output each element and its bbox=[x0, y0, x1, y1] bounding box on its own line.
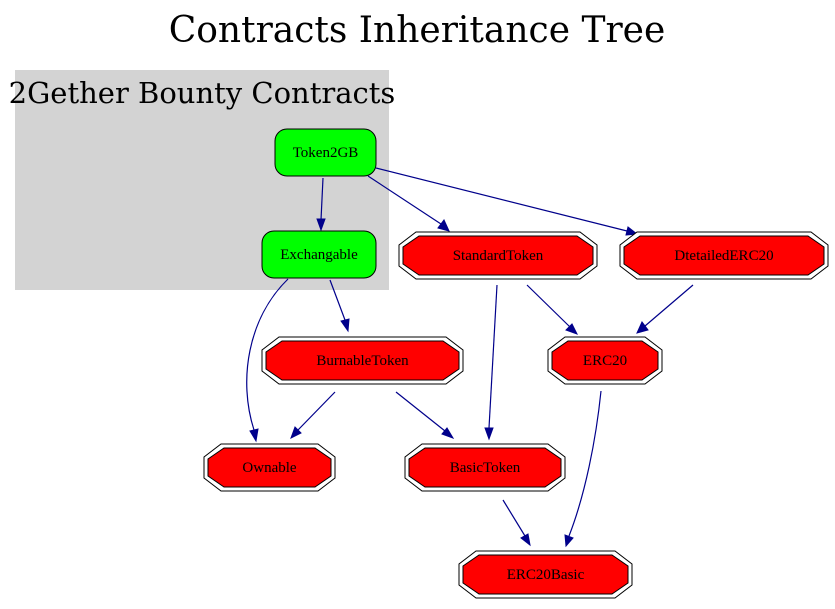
node-token2gb-label: Token2GB bbox=[293, 145, 359, 161]
node-erc20[interactable]: ERC20 bbox=[547, 336, 663, 385]
edge-exchangable-burnabletoken bbox=[329, 279, 350, 333]
node-ownable[interactable]: Ownable bbox=[203, 443, 336, 492]
node-erc20-label: ERC20 bbox=[583, 353, 627, 369]
node-ownable-label: Ownable bbox=[242, 460, 296, 476]
edge-erc20-erc20basic bbox=[564, 390, 602, 548]
node-dtailederc20-label: DtetailedERC20 bbox=[674, 248, 773, 264]
node-token2gb[interactable]: Token2GB bbox=[274, 128, 377, 177]
node-dtailederc20[interactable]: DtetailedERC20 bbox=[619, 231, 829, 280]
node-standardtoken[interactable]: StandardToken bbox=[398, 231, 598, 280]
node-standardtoken-label: StandardToken bbox=[453, 248, 544, 264]
edge-standardtoken-basictoken bbox=[484, 284, 498, 441]
edge-burnabletoken-ownable bbox=[290, 391, 336, 440]
cluster-label: 2Gether Bounty Contracts bbox=[9, 76, 396, 110]
edge-token2gb-dtailederc20 bbox=[375, 167, 639, 236]
diagram-title: Contracts Inheritance Tree bbox=[169, 10, 666, 51]
edge-token2gb-exchangable bbox=[316, 177, 326, 232]
edges bbox=[246, 167, 694, 548]
edge-exchangable-ownable bbox=[246, 278, 289, 443]
edge-token2gb-standardtoken bbox=[367, 175, 450, 232]
node-exchangable-label: Exchangable bbox=[280, 247, 358, 263]
node-erc20basic-label: ERC20Basic bbox=[507, 567, 585, 583]
node-burnabletoken[interactable]: BurnableToken bbox=[261, 336, 464, 385]
node-exchangable[interactable]: Exchangable bbox=[261, 230, 377, 279]
cluster-2gether-bounty: 2Gether Bounty Contracts bbox=[9, 70, 396, 290]
edge-burnabletoken-basictoken bbox=[395, 391, 455, 439]
node-erc20basic[interactable]: ERC20Basic bbox=[458, 550, 633, 599]
edge-standardtoken-erc20 bbox=[526, 284, 579, 335]
node-basictoken[interactable]: BasicToken bbox=[404, 443, 566, 492]
node-basictoken-label: BasicToken bbox=[450, 460, 521, 476]
edge-dtailederc20-erc20 bbox=[636, 284, 694, 334]
node-burnabletoken-label: BurnableToken bbox=[316, 353, 409, 369]
edge-basictoken-erc20basic bbox=[502, 499, 531, 547]
